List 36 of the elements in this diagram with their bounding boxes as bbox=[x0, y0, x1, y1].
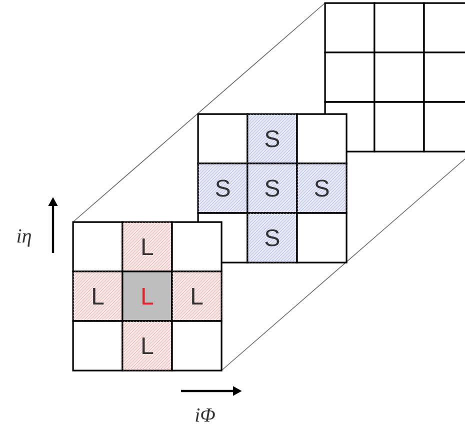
grid-cell bbox=[197, 162, 248, 214]
grid-cell bbox=[171, 320, 222, 372]
grid-cell bbox=[296, 212, 348, 264]
grid-cell bbox=[122, 320, 173, 372]
grid-cell bbox=[423, 52, 465, 103]
grid-cell bbox=[324, 52, 376, 103]
grid-cell: S bbox=[265, 180, 280, 197]
grid-cell: L bbox=[93, 288, 104, 304]
grid-cell: L bbox=[122, 270, 173, 322]
grid-cell: L bbox=[192, 288, 203, 304]
grid-cell bbox=[324, 2, 376, 54]
axis-label: iη bbox=[17, 229, 31, 247]
axis-label: iΦ bbox=[196, 408, 215, 422]
grid-cell bbox=[122, 221, 173, 272]
grid-cell: L bbox=[142, 238, 154, 256]
grid-cell bbox=[72, 320, 124, 372]
grid-cell: S bbox=[265, 130, 280, 148]
grid-cell bbox=[171, 221, 222, 272]
grid-cell bbox=[374, 2, 425, 54]
grid-cell bbox=[72, 270, 124, 322]
grid-cell bbox=[246, 113, 298, 164]
grid-cell: L bbox=[142, 338, 154, 354]
grid-cell bbox=[374, 101, 425, 152]
grid-cell: S bbox=[265, 229, 280, 246]
grid-cell bbox=[72, 221, 124, 272]
grid-cell bbox=[423, 2, 465, 54]
grid-cell bbox=[197, 113, 248, 164]
grid-cell bbox=[296, 113, 348, 164]
grid-cell: S bbox=[314, 180, 329, 197]
grid-cell bbox=[171, 270, 222, 322]
grid-cell bbox=[246, 212, 298, 264]
grid-cell bbox=[423, 101, 465, 152]
grid-cell bbox=[374, 52, 425, 103]
grid-cell: S bbox=[216, 180, 230, 197]
grid-cell bbox=[246, 162, 298, 214]
grid-cell bbox=[296, 162, 348, 214]
